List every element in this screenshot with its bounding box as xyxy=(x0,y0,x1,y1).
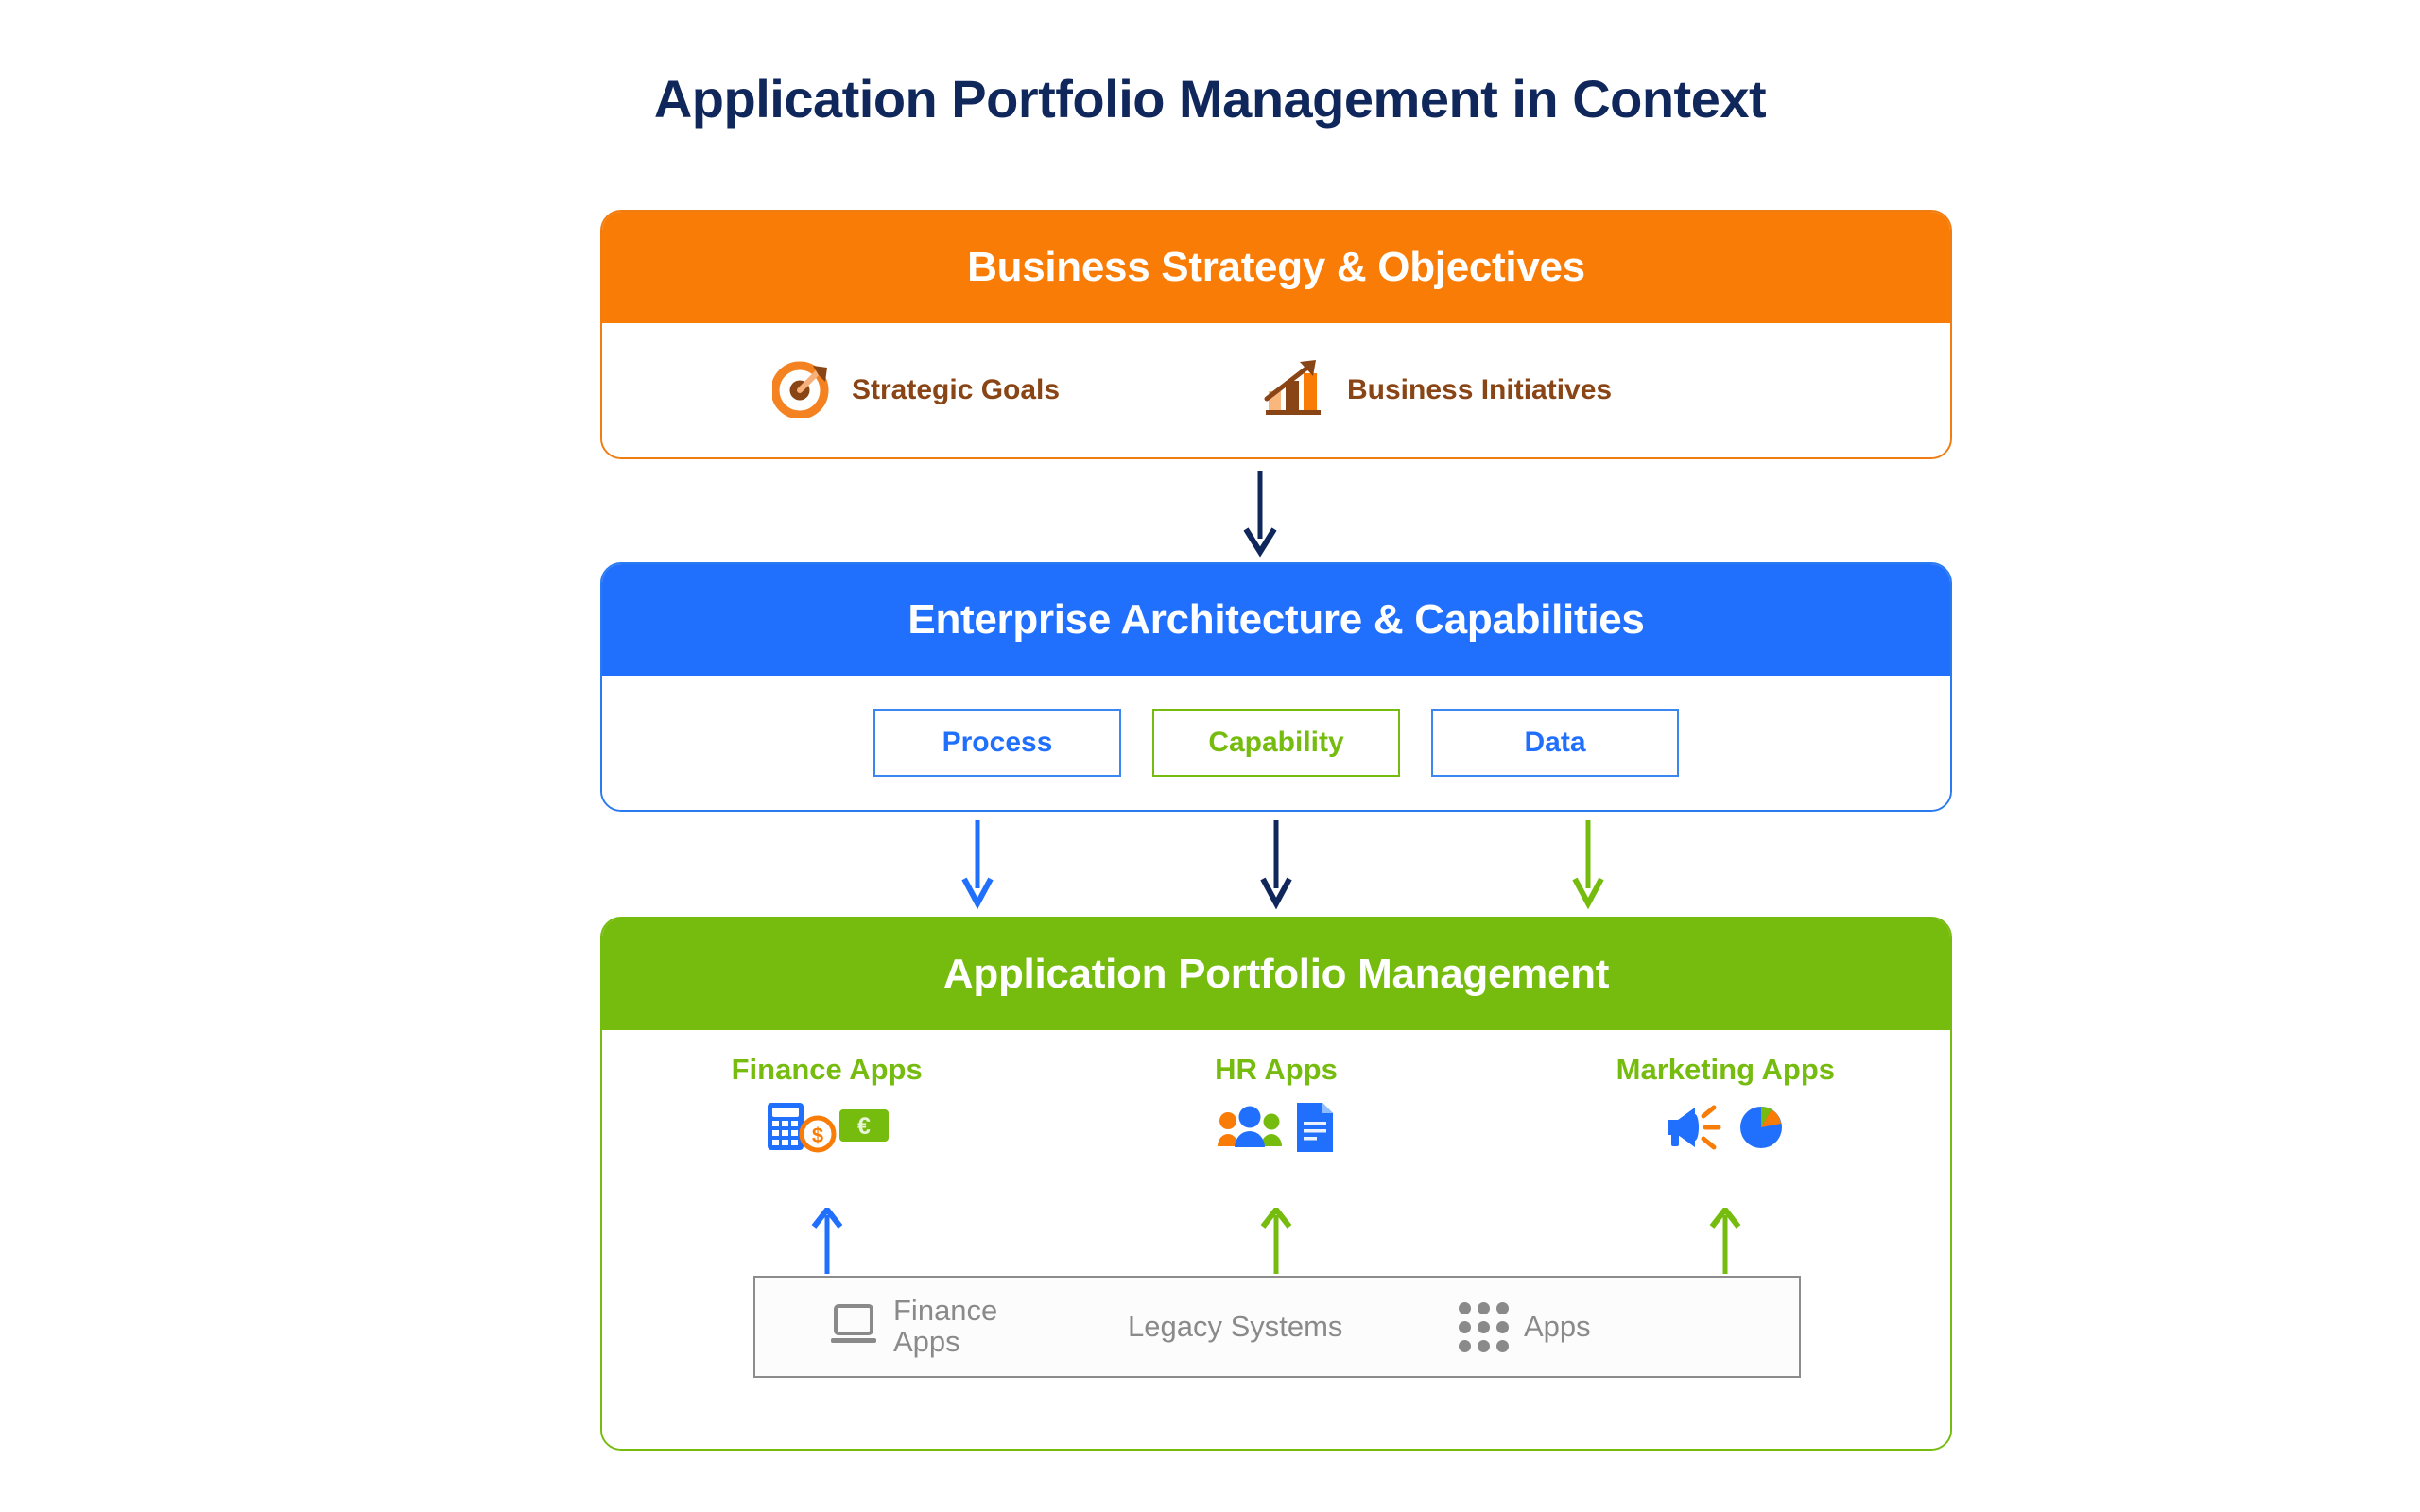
chip-process[interactable]: Process xyxy=(873,709,1121,777)
layer-business-strategy-body: Strategic Goals Business Initiatives xyxy=(602,323,1950,457)
connector-legacy-to-apps xyxy=(602,1208,1950,1276)
legacy-item-legacy-systems-label: Legacy Systems xyxy=(1128,1309,1343,1343)
svg-text:$: $ xyxy=(812,1124,823,1147)
strategic-goals-item: Strategic Goals xyxy=(770,359,1264,422)
layer-enterprise-architecture-body: Process Capability Data xyxy=(602,676,1950,810)
up-arrow-marketing xyxy=(1501,1208,1950,1276)
app-category-marketing-label: Marketing Apps xyxy=(1616,1053,1836,1086)
layer-apm-body: Finance Apps xyxy=(602,1030,1950,1449)
dollar-coin-icon: $ xyxy=(798,1114,838,1159)
layer-application-portfolio-management: Application Portfolio Management Finance… xyxy=(600,917,1952,1451)
app-category-hr: HR Apps xyxy=(1051,1053,1500,1159)
legacy-item-finance-apps-label: Finance Apps xyxy=(893,1294,998,1358)
connector-architecture-to-apm xyxy=(0,818,2420,913)
bar-chart-growth-icon xyxy=(1264,357,1326,424)
megaphone-icon xyxy=(1665,1103,1725,1157)
legacy-item-legacy-systems: Legacy Systems xyxy=(1128,1309,1421,1343)
layer-enterprise-architecture-header: Enterprise Architecture & Capabilities xyxy=(602,564,1950,676)
svg-text:€: € xyxy=(857,1113,871,1140)
legacy-item-apps-label: Apps xyxy=(1524,1309,1591,1343)
app-category-marketing: Marketing Apps xyxy=(1501,1053,1950,1159)
euro-banknote-icon: € xyxy=(838,1106,890,1152)
legacy-systems-strip: Finance Apps Legacy Systems Apps xyxy=(753,1276,1801,1378)
legacy-item-apps: Apps xyxy=(1459,1301,1591,1352)
calculator-icon xyxy=(764,1101,813,1159)
layer-business-strategy: Business Strategy & Objectives Strategic… xyxy=(600,210,1952,459)
chip-capability[interactable]: Capability xyxy=(1152,709,1400,777)
app-grid-icon xyxy=(1459,1301,1509,1352)
layer-business-strategy-header: Business Strategy & Objectives xyxy=(602,212,1950,323)
business-initiatives-item: Business Initiatives xyxy=(1264,357,1612,424)
people-group-icon xyxy=(1216,1104,1284,1156)
app-category-columns: Finance Apps xyxy=(602,1053,1950,1159)
layer-enterprise-architecture: Enterprise Architecture & Capabilities P… xyxy=(600,562,1952,812)
app-category-finance-icons: $ € xyxy=(764,1100,890,1159)
business-initiatives-label: Business Initiatives xyxy=(1347,374,1613,405)
app-category-hr-label: HR Apps xyxy=(1215,1053,1338,1086)
app-category-marketing-icons xyxy=(1665,1100,1786,1159)
document-icon xyxy=(1293,1101,1337,1159)
app-category-finance-label: Finance Apps xyxy=(731,1053,923,1086)
chip-data[interactable]: Data xyxy=(1431,709,1679,777)
target-icon xyxy=(770,359,831,422)
legacy-item-finance-apps: Finance Apps xyxy=(829,1294,1113,1358)
monitor-icon xyxy=(829,1302,878,1352)
up-arrow-hr xyxy=(1051,1208,1500,1276)
page-title: Application Portfolio Management in Cont… xyxy=(653,69,1767,129)
strategic-goals-label: Strategic Goals xyxy=(852,374,1061,405)
app-category-finance: Finance Apps xyxy=(602,1053,1051,1159)
connector-strategy-to-architecture xyxy=(1240,471,1280,562)
layer-apm-header: Application Portfolio Management xyxy=(602,919,1950,1030)
pie-chart-icon xyxy=(1737,1103,1786,1157)
up-arrow-finance xyxy=(602,1208,1051,1276)
app-category-hr-icons xyxy=(1216,1100,1337,1159)
